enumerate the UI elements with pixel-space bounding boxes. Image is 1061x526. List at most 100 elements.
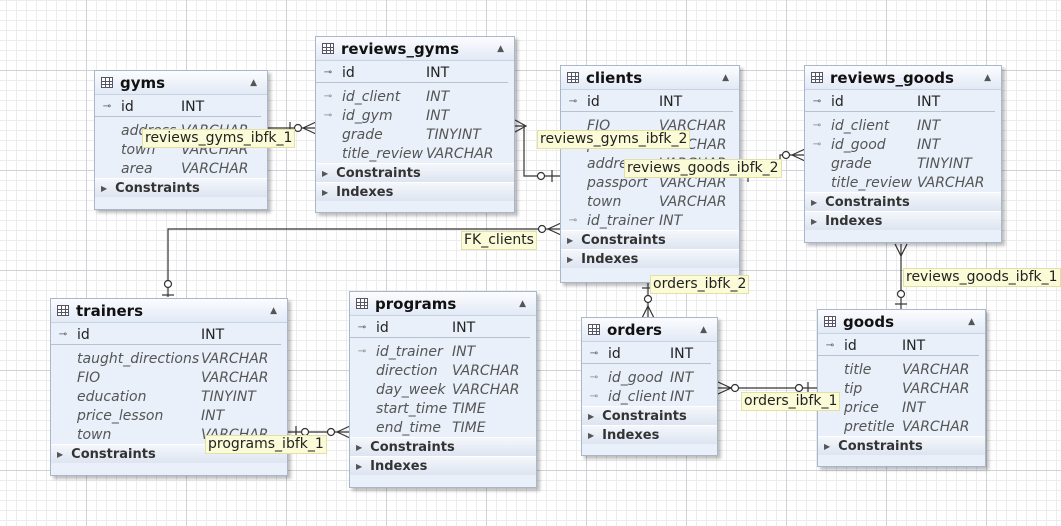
section-indexes[interactable]: ▶Indexes <box>805 211 1001 230</box>
collapse-triangle-icon[interactable]: ▲ <box>519 298 526 309</box>
section-constraints[interactable]: ▶Constraints <box>350 437 536 456</box>
primary-key-icon: ⊸ <box>357 322 367 333</box>
relation-label-reviews-gyms-ibfk-1[interactable]: reviews_gyms_ibfk_1 <box>142 129 296 148</box>
entity-header[interactable]: clients ▲ <box>561 66 739 90</box>
expand-triangle-icon: ▶ <box>567 254 574 264</box>
collapse-triangle-icon[interactable]: ▲ <box>270 305 277 316</box>
primary-key-icon: ⊸ <box>825 340 835 351</box>
entity-header[interactable]: goods ▲ <box>818 310 985 334</box>
collapse-triangle-icon[interactable]: ▲ <box>968 316 975 327</box>
table-icon <box>101 77 113 88</box>
section-constraints[interactable]: ▶Constraints <box>582 406 717 425</box>
entity-title: gyms <box>120 73 166 92</box>
foreign-key-icon: ⊸ <box>357 346 367 357</box>
entity-header[interactable]: orders ▲ <box>582 318 717 342</box>
collapse-triangle-icon[interactable]: ▲ <box>250 77 257 88</box>
expand-triangle-icon: ▶ <box>101 183 108 193</box>
section-constraints[interactable]: ▶Constraints <box>95 178 267 197</box>
relation-label-fk-clients[interactable]: FK_clients <box>461 231 537 250</box>
collapse-triangle-icon[interactable]: ▲ <box>497 43 504 54</box>
foreign-key-icon: ⊸ <box>812 120 822 131</box>
table-icon <box>811 72 823 83</box>
relation-label-reviews-gyms-ibfk-2[interactable]: reviews_gyms_ibfk_2 <box>537 130 691 149</box>
entity-title: clients <box>586 68 643 87</box>
relation-label-reviews-goods-ibfk-2[interactable]: reviews_goods_ibfk_2 <box>624 159 782 178</box>
section-constraints[interactable]: ▶Constraints <box>561 230 739 249</box>
section-constraints[interactable]: ▶Constraints <box>316 163 514 182</box>
foreign-key-icon: ⊸ <box>323 91 333 102</box>
relation-label-orders-ibfk-1[interactable]: orders_ibfk_1 <box>741 392 841 411</box>
section-indexes[interactable]: ▶Indexes <box>561 249 739 268</box>
section-indexes[interactable]: ▶Indexes <box>582 425 717 444</box>
section-indexes[interactable]: ▶Indexes <box>350 456 536 475</box>
entity-header[interactable]: trainers ▲ <box>51 299 287 323</box>
collapse-triangle-icon[interactable]: ▲ <box>984 72 991 83</box>
line-fk-clients <box>167 228 561 297</box>
section-constraints[interactable]: ▶Constraints <box>818 436 985 455</box>
entity-header[interactable]: programs ▲ <box>350 292 536 316</box>
entity-title: trainers <box>76 301 144 320</box>
entity-header[interactable]: gyms ▲ <box>95 71 267 95</box>
expand-triangle-icon: ▶ <box>811 197 818 207</box>
primary-key-icon: ⊸ <box>102 101 112 112</box>
foreign-key-icon: ⊸ <box>812 139 822 150</box>
foreign-key-icon: ⊸ <box>589 391 599 402</box>
relation-label-programs-ibfk-1[interactable]: programs_ibfk_1 <box>205 435 327 454</box>
section-constraints[interactable]: ▶Constraints <box>805 192 1001 211</box>
collapse-triangle-icon[interactable]: ▲ <box>700 324 707 335</box>
collapse-triangle-icon[interactable]: ▲ <box>722 72 729 83</box>
expand-triangle-icon: ▶ <box>322 168 329 178</box>
expand-triangle-icon: ▶ <box>811 216 818 226</box>
expand-triangle-icon: ▶ <box>322 187 329 197</box>
relation-label-reviews-goods-ibfk-1[interactable]: reviews_goods_ibfk_1 <box>903 268 1061 287</box>
section-indexes[interactable]: ▶Indexes <box>316 182 514 201</box>
primary-key-icon: ⊸ <box>323 67 333 78</box>
relation-label-orders-ibfk-2[interactable]: orders_ibfk_2 <box>650 275 750 294</box>
table-icon <box>57 305 69 316</box>
entity-header[interactable]: reviews_gyms ▲ <box>316 37 514 61</box>
entity-header[interactable]: reviews_goods ▲ <box>805 66 1001 90</box>
